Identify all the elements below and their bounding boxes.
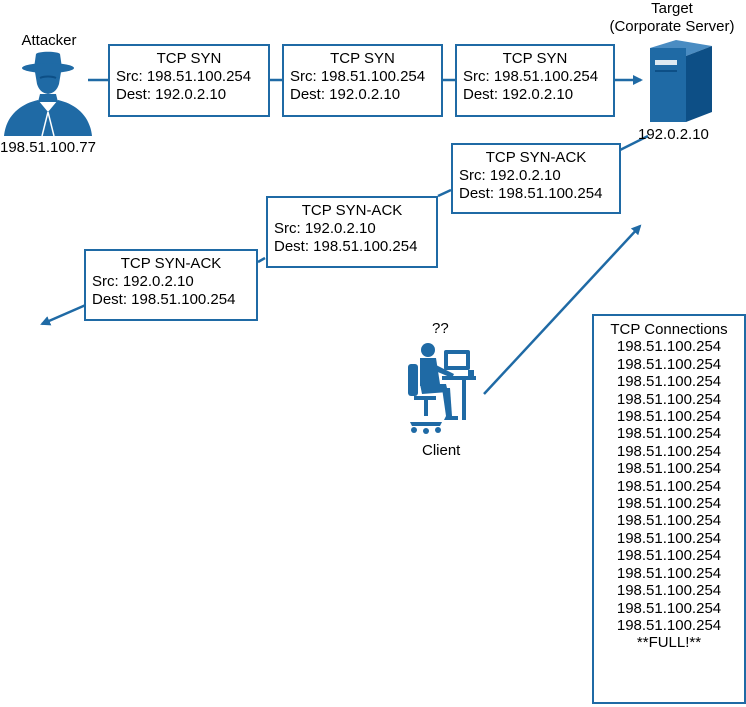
target-ip: 192.0.2.10 (638, 126, 709, 143)
packet-title: TCP SYN-ACK (485, 149, 587, 166)
packet-src: Src: 198.51.100.254 (290, 68, 426, 85)
connection-entry: 198.51.100.254 (616, 390, 722, 408)
target-sublabel: (Corporate Server) (609, 18, 735, 35)
syn-packet-3: TCP SYN Src: 198.51.100.254 Dest: 192.0.… (455, 44, 615, 117)
packet-title: TCP SYN-ACK (301, 202, 403, 219)
client-label: Client (422, 442, 461, 459)
connection-entry: 198.51.100.254 (616, 529, 722, 547)
connection-entry: 198.51.100.254 (616, 355, 722, 373)
connection-entry: 198.51.100.254 (616, 408, 722, 426)
synack-packet-1: TCP SYN-ACK Src: 192.0.2.10 Dest: 198.51… (451, 143, 621, 214)
synack-line-3-2 (437, 188, 452, 198)
connections-full-status: **FULL!** (636, 634, 702, 652)
connection-entry: 198.51.100.254 (616, 616, 722, 634)
tcp-connections-table: TCP Connections 198.51.100.254 198.51.10… (592, 314, 746, 704)
connection-entry: 198.51.100.254 (616, 547, 722, 565)
synack-line-server (619, 134, 649, 152)
packet-dest: Dest: 198.51.100.254 (92, 291, 236, 308)
packet-title: TCP SYN (502, 50, 568, 67)
attacker-icon (4, 51, 92, 136)
attacker-label: Attacker (21, 32, 77, 49)
connection-entry: 198.51.100.254 (616, 373, 722, 391)
connection-entry: 198.51.100.254 (616, 564, 722, 582)
packet-src: Src: 192.0.2.10 (274, 220, 376, 237)
syn-packet-2: TCP SYN Src: 198.51.100.254 Dest: 192.0.… (282, 44, 443, 117)
server-icon (650, 40, 712, 122)
connection-entry: 198.51.100.254 (616, 460, 722, 478)
connection-entry: 198.51.100.254 (616, 425, 722, 443)
target-label: Target (651, 0, 693, 17)
packet-title: TCP SYN (156, 50, 222, 67)
connection-entry: 198.51.100.254 (616, 495, 722, 513)
packet-dest: Dest: 198.51.100.254 (459, 185, 603, 202)
connection-entry: 198.51.100.254 (616, 582, 722, 600)
synack-arrow-to-void (40, 302, 89, 326)
packet-dest: Dest: 198.51.100.254 (274, 238, 418, 255)
packet-title: TCP SYN (330, 50, 395, 67)
packet-src: Src: 192.0.2.10 (92, 273, 194, 290)
packet-src: Src: 192.0.2.10 (459, 167, 561, 184)
client-icon (408, 343, 476, 434)
packet-src: Src: 198.51.100.254 (463, 68, 599, 85)
packet-dest: Dest: 192.0.2.10 (116, 86, 227, 103)
packet-dest: Dest: 192.0.2.10 (290, 86, 401, 103)
synack-packet-2: TCP SYN-ACK Src: 192.0.2.10 Dest: 198.51… (266, 196, 438, 268)
syn-packet-1: TCP SYN Src: 198.51.100.254 Dest: 192.0.… (108, 44, 270, 117)
client-question: ?? (432, 320, 449, 337)
connection-entry: 198.51.100.254 (616, 599, 722, 617)
client-arrow-to-target (483, 224, 642, 395)
connection-entry: 198.51.100.254 (616, 442, 722, 460)
packet-title: TCP SYN-ACK (120, 255, 222, 272)
connection-entry: 198.51.100.254 (616, 477, 722, 495)
connection-entry: 198.51.100.254 (616, 338, 722, 356)
packet-src: Src: 198.51.100.254 (116, 68, 252, 85)
synack-packet-3: TCP SYN-ACK Src: 192.0.2.10 Dest: 198.51… (84, 249, 258, 321)
packet-dest: Dest: 192.0.2.10 (463, 86, 574, 103)
attacker-ip: 198.51.100.77 (0, 139, 96, 156)
synack-line-2-1 (257, 256, 266, 264)
connection-entry: 198.51.100.254 (616, 512, 722, 530)
connections-title: TCP Connections (610, 321, 728, 338)
